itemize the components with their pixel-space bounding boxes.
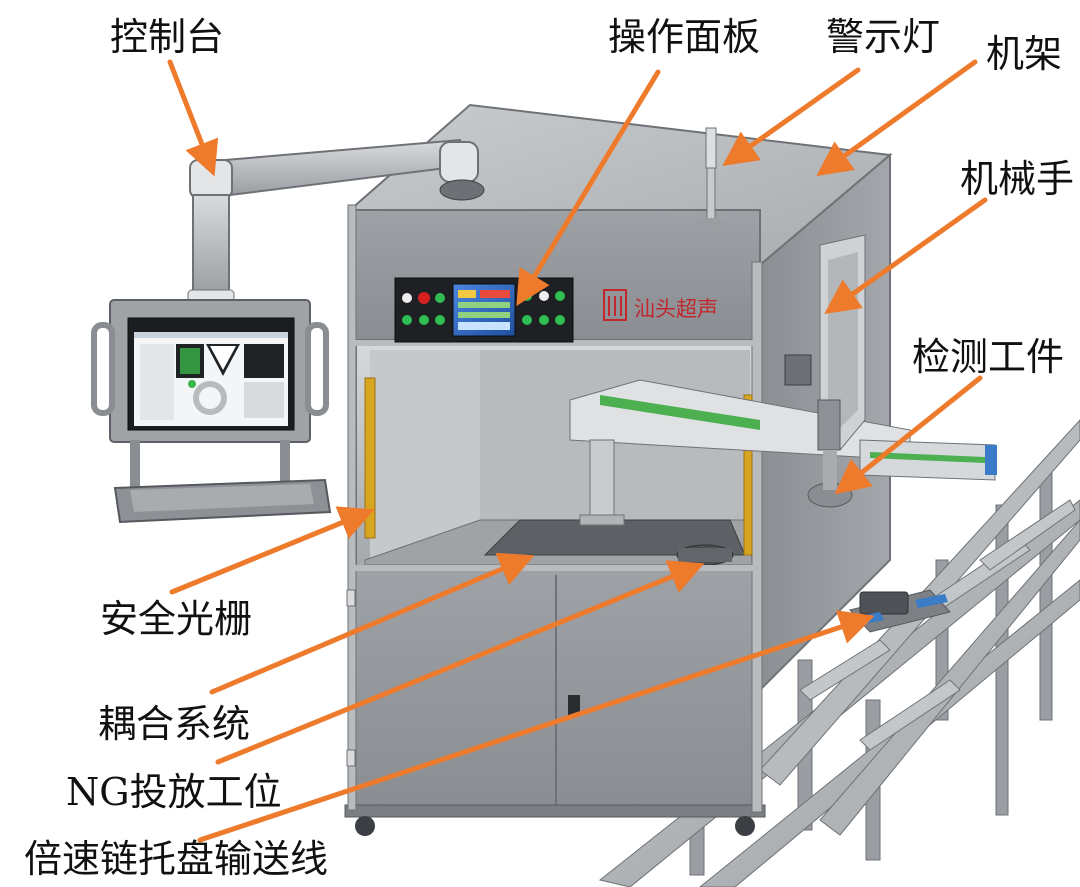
brand-name: 汕头超声 [634, 297, 718, 321]
machine-frame [344, 103, 893, 836]
arrow-robot-arm [824, 197, 988, 315]
label-robot-arm: 机械手 [960, 157, 1075, 201]
label-frame: 机架 [986, 32, 1063, 76]
arrow-warning-lamp [722, 67, 861, 167]
label-console: 控制台 [110, 15, 225, 59]
label-ng-drop-station: NG投放工位 [66, 770, 282, 814]
arrow-frame [816, 59, 978, 177]
label-warning-lamp: 警示灯 [826, 15, 941, 59]
label-safety-light-curtain: 安全光栅 [100, 597, 253, 641]
label-operation-panel: 操作面板 [608, 15, 761, 59]
arrow-operation-panel [516, 69, 661, 306]
callout-arrows [167, 59, 988, 843]
arrow-conveyor [197, 610, 875, 843]
arrow-console [167, 59, 219, 177]
operation-panel [394, 277, 574, 343]
arrow-test-workpiece [834, 375, 983, 495]
console [91, 138, 485, 524]
arrow-ng-station [215, 560, 705, 765]
label-coupling-system: 耦合系统 [98, 702, 251, 746]
warning-lamp [699, 127, 723, 226]
label-test-workpiece: 检测工件 [912, 335, 1065, 379]
arrow-light-curtain [169, 506, 375, 595]
brand-logo: 汕头超声 [603, 289, 718, 321]
label-speed-chain-conveyor: 倍速链托盘输送线 [24, 837, 329, 881]
arrow-coupling-system [209, 552, 535, 695]
